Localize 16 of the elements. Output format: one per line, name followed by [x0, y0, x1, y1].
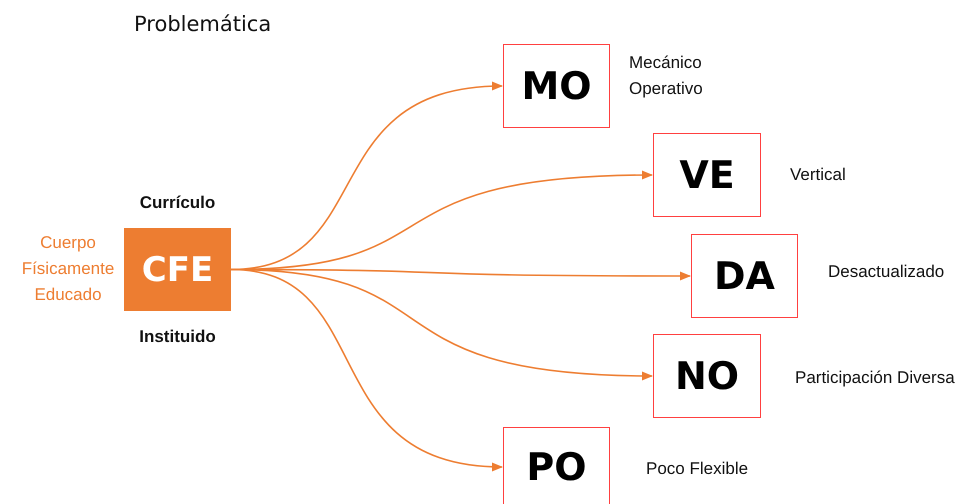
box-caption: Participación Diversa [795, 367, 956, 389]
category-box: VE [653, 133, 761, 217]
category-box: DA [691, 234, 798, 318]
box-caption: Mecánico Operativo [629, 52, 704, 100]
category-box: NO [653, 334, 761, 418]
box-caption: Instituido [138, 326, 217, 348]
title: Problemática [134, 12, 272, 36]
box-caption: Poco Flexible [646, 458, 750, 480]
box-caption: Currículo [138, 192, 216, 214]
category-box: PO [503, 427, 610, 504]
category-box: MO [503, 44, 610, 128]
box-caption: Cuerpo Físicamente Educado [20, 232, 116, 306]
box-caption: Vertical [790, 164, 847, 186]
box-caption: Desactualizado [828, 261, 946, 283]
main-box: CFE [124, 228, 231, 311]
arrow [230, 268, 504, 471]
